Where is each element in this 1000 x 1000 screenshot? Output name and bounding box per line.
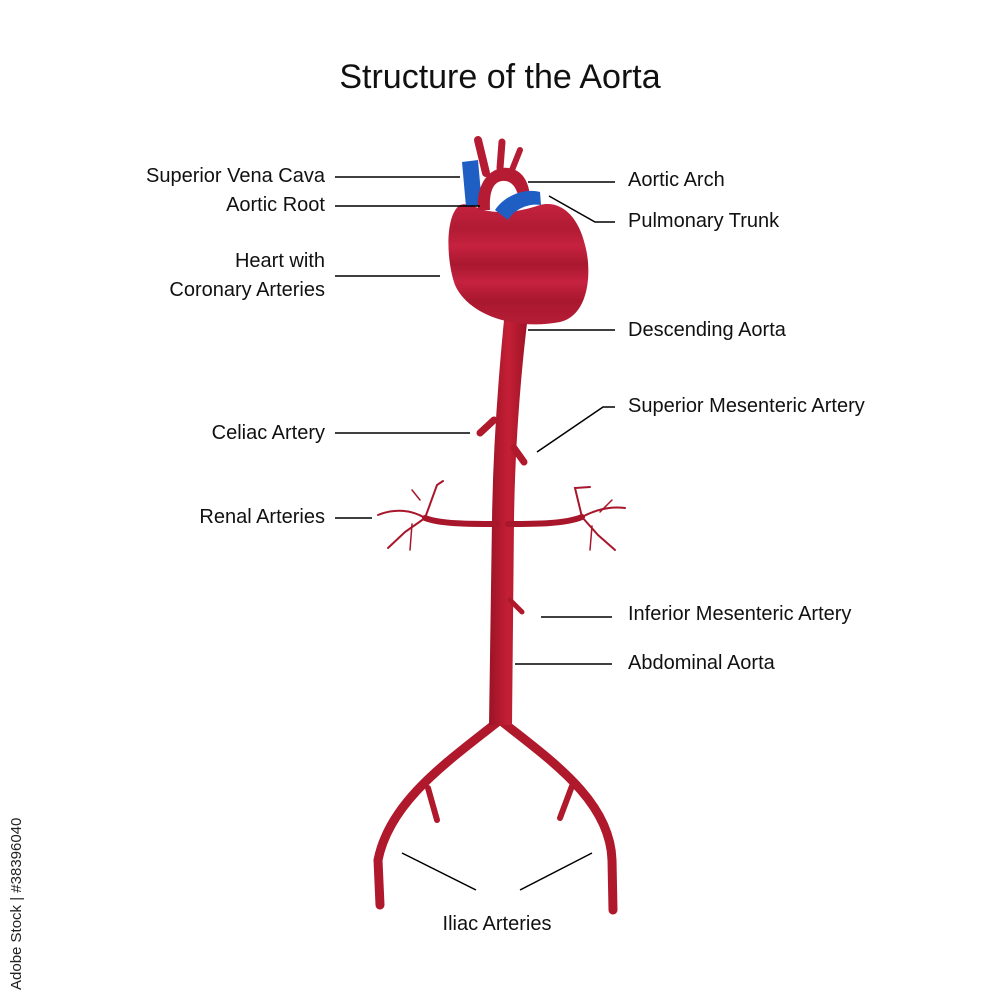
aortic-arch-vessel (474, 136, 530, 210)
leader-pulmonary-trunk (548, 195, 615, 223)
leader-lines (335, 176, 615, 891)
abdominal-aorta-vessel (489, 310, 528, 725)
label-celiac-artery: Celiac Artery (211, 422, 325, 444)
label-iliac-arteries: Iliac Arteries (442, 913, 552, 935)
label-descending-aorta: Descending Aorta (628, 319, 786, 341)
leader-superior-mesenteric (536, 406, 615, 453)
leader-iliac-right (519, 852, 593, 891)
label-heart-line1: Heart with (234, 250, 325, 272)
iliac-arteries (373, 715, 618, 915)
label-inferior-mesenteric-artery: Inferior Mesenteric Artery (628, 603, 852, 625)
superior-vena-cava-vessel (462, 160, 482, 207)
label-heart-line2: Coronary Arteries (169, 279, 325, 301)
label-pulmonary-trunk: Pulmonary Trunk (628, 210, 780, 232)
superior-mesenteric-vessel (510, 444, 528, 466)
stock-image-id: Adobe Stock | #38396040 (8, 770, 32, 990)
label-aortic-arch: Aortic Arch (628, 169, 725, 191)
leader-iliac-left (401, 852, 477, 891)
celiac-artery-vessel (476, 416, 498, 437)
diagram-title: Structure of the Aorta (339, 58, 661, 96)
pulmonary-trunk-vessel (495, 190, 541, 220)
label-renal-arteries: Renal Arteries (199, 506, 325, 528)
stock-image-id-text: Adobe Stock | #38396040 (8, 817, 25, 990)
label-aortic-root: Aortic Root (226, 194, 325, 216)
renal-arteries-vessel (377, 480, 626, 551)
heart (448, 204, 589, 325)
label-superior-vena-cava: Superior Vena Cava (145, 165, 325, 187)
inferior-mesenteric-vessel (507, 597, 525, 615)
label-abdominal-aorta: Abdominal Aorta (628, 652, 775, 674)
label-superior-mesenteric-artery: Superior Mesenteric Artery (628, 395, 865, 417)
